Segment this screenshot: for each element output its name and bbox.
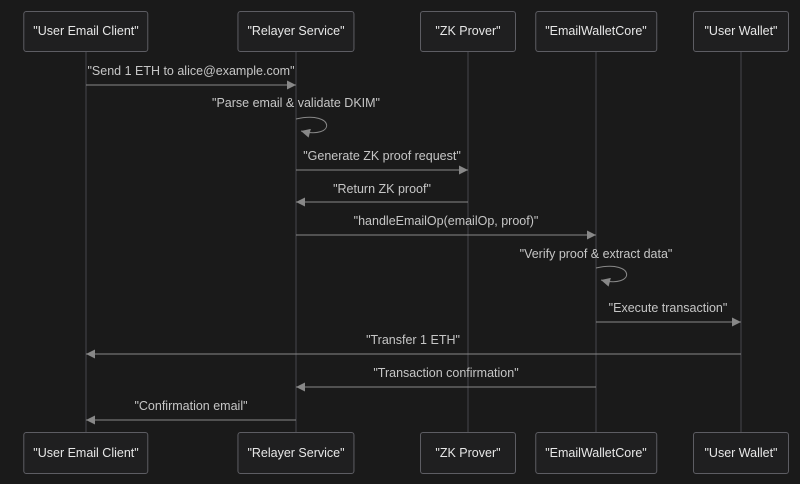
actor-relayer-service-top: "Relayer Service"	[237, 11, 355, 52]
actor-user-email-client-top: "User Email Client"	[23, 11, 149, 52]
message-arrow-2-self-loop	[295, 116, 328, 138]
message-label-4: "Return ZK proof"	[333, 182, 431, 196]
actor-zk-prover-bottom: "ZK Prover"	[420, 432, 516, 474]
message-label-1: "Send 1 ETH to alice@example.com"	[87, 64, 295, 78]
actor-user-wallet-bottom: "User Wallet"	[693, 432, 789, 474]
message-label-7: "Execute transaction"	[608, 301, 728, 315]
message-label-2: "Parse email & validate DKIM"	[212, 96, 380, 110]
actor-emailwalletcore-bottom: "EmailWalletCore"	[535, 432, 657, 474]
actor-relayer-service-bottom: "Relayer Service"	[237, 432, 355, 474]
actor-zk-prover-top: "ZK Prover"	[420, 11, 516, 52]
message-label-10: "Confirmation email"	[134, 399, 248, 413]
message-label-6: "Verify proof & extract data"	[519, 247, 673, 261]
actor-emailwalletcore-top: "EmailWalletCore"	[535, 11, 657, 52]
message-label-5: "handleEmailOp(emailOp, proof)"	[353, 214, 539, 228]
actor-user-wallet-top: "User Wallet"	[693, 11, 789, 52]
message-label-9: "Transaction confirmation"	[373, 366, 519, 380]
message-label-8: "Transfer 1 ETH"	[366, 333, 460, 347]
actor-user-email-client-bottom: "User Email Client"	[23, 432, 149, 474]
message-arrow-6-self-loop	[595, 265, 628, 287]
message-label-3: "Generate ZK proof request"	[303, 149, 461, 163]
